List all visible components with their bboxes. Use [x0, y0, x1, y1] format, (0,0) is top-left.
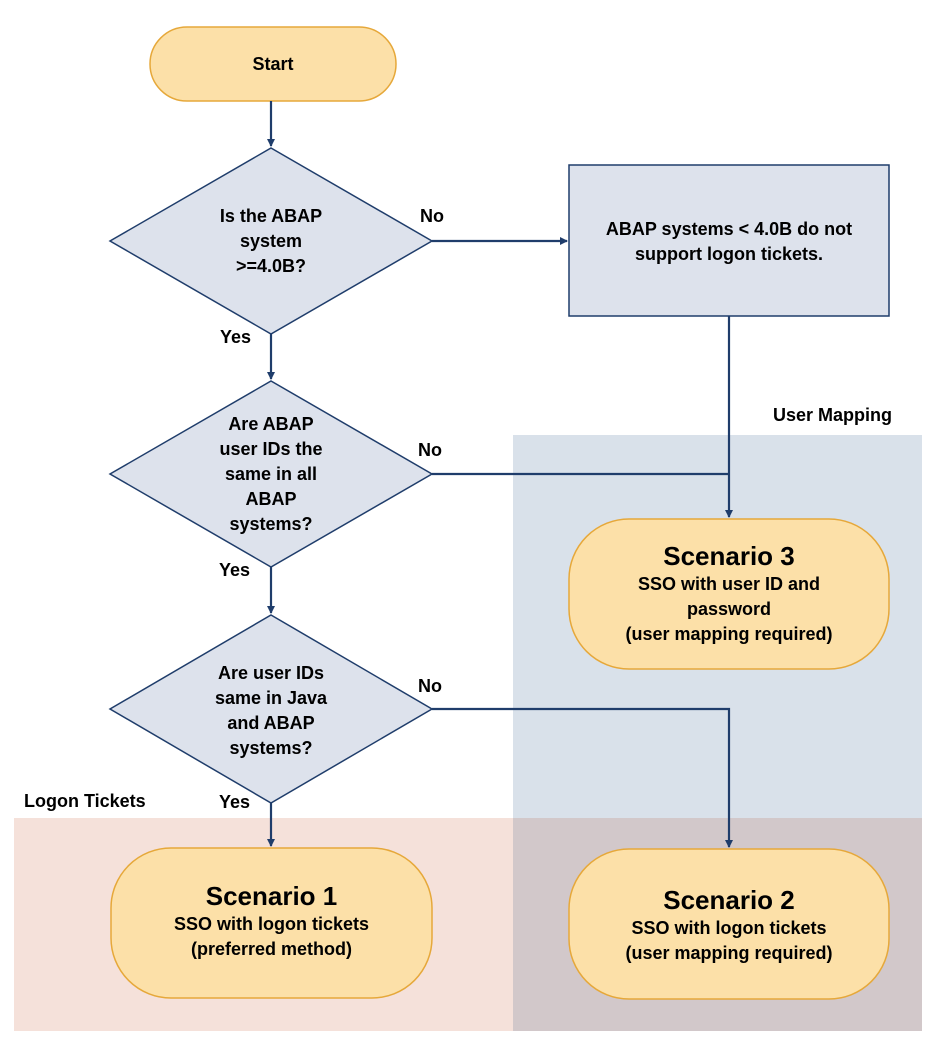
start-label: Start	[252, 53, 294, 74]
decision2-line: user IDs the	[219, 438, 323, 459]
decision3-line: same in Java	[214, 688, 328, 708]
decision3-line: and ABAP	[227, 713, 315, 733]
scenario2-title: Scenario 2	[663, 885, 795, 915]
start-terminal	[149, 26, 397, 102]
scenario3-line: (user mapping required)	[625, 623, 833, 644]
start-text-box: Start	[150, 27, 396, 101]
arrow-decision3-no-to-scenario2	[432, 707, 733, 848]
note-box	[568, 164, 890, 317]
note-line: support logon tickets.	[634, 244, 823, 264]
decision2-line: ABAP	[245, 488, 297, 509]
decision2-line: same in all	[224, 463, 318, 484]
decision3-text-box: Are user IDs same in Java and ABAP syste…	[171, 659, 371, 763]
decision1-line: >=4.0B?	[235, 255, 307, 276]
scenario3-title: Scenario 3	[663, 540, 795, 571]
scenario1-terminal	[110, 847, 433, 999]
decision2-no-label: No	[418, 440, 442, 460]
scenario2-terminal	[568, 848, 890, 1000]
note-line: ABAP systems < 4.0B do not	[605, 219, 853, 239]
decision1-text-box: Is the ABAP system >=4.0B?	[171, 191, 371, 291]
scenario1-title: Scenario 1	[205, 881, 338, 911]
scenario1-line: (preferred method)	[190, 939, 352, 959]
scenario3-line: SSO with user ID and	[637, 573, 821, 594]
scenario3-line: password	[686, 598, 772, 619]
decision1-no-label: No	[420, 206, 444, 226]
scenario2-text-box: Scenario 2 SSO with logon tickets (user …	[569, 880, 889, 970]
scenario1-text-box: Scenario 1 SSO with logon tickets (prefe…	[111, 876, 432, 966]
note-text-box: ABAP systems < 4.0B do not support logon…	[569, 205, 889, 279]
decision2-line: systems?	[229, 513, 313, 534]
user-mapping-label: User Mapping	[773, 405, 893, 425]
scenario2-line: SSO with logon tickets	[631, 918, 827, 938]
decision3-line: Are user IDs	[217, 663, 325, 683]
scenario1-line: SSO with logon tickets	[173, 914, 370, 934]
logon-tickets-label: Logon Tickets	[24, 791, 146, 811]
decision1-line: system	[239, 230, 303, 251]
decision1-yes-label: Yes	[220, 327, 252, 347]
scenario3-terminal	[568, 518, 890, 670]
decision3-yes-label: Yes	[219, 792, 251, 812]
decision2-yes-label: Yes	[219, 560, 251, 580]
decision2-line: Are ABAP	[228, 413, 314, 434]
decision3-no-label: No	[418, 676, 442, 696]
decision2-text-box: Are ABAP user IDs the same in all ABAP s…	[171, 409, 371, 539]
scenario3-text-box: Scenario 3 SSO with user ID and password…	[569, 537, 889, 649]
scenario2-line: (user mapping required)	[625, 943, 833, 963]
decision3-line: systems?	[229, 738, 313, 758]
decision1-line: Is the ABAP	[219, 205, 323, 226]
